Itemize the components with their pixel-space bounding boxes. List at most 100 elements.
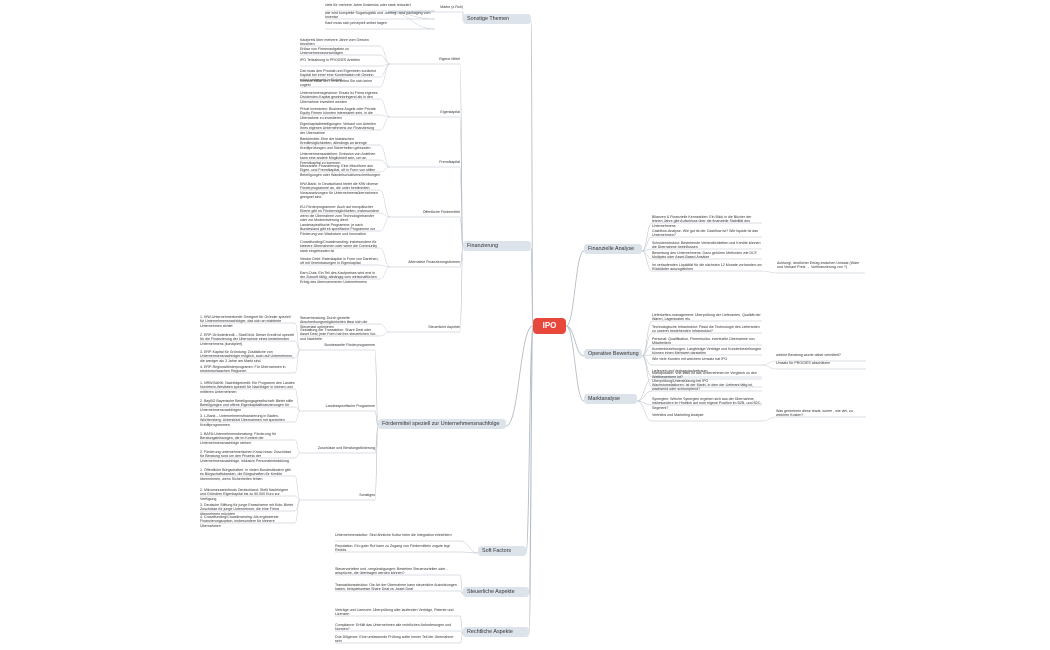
leaf-topic[interactable]: Wie viele Kunden mit welchem Umsatz hat … bbox=[652, 357, 728, 361]
leaf-topic[interactable]: Überprüfung/Unterstützung bei IPO bbox=[652, 379, 709, 383]
connector-line bbox=[379, 212, 391, 218]
subtopic[interactable]: Eigene Mittel bbox=[439, 57, 460, 61]
connector-line bbox=[636, 390, 653, 402]
leaf-topic[interactable]: 1. NRW.BANK: Nachfolgekredit: Ein Progra… bbox=[200, 381, 295, 394]
leaf-topic[interactable]: Lieferzeit und Vertragslaufzeitraum bbox=[652, 369, 708, 373]
leaf-topic[interactable]: Bilanzen & Finanzielle Kennzahlen: Ein B… bbox=[652, 215, 752, 228]
subtopic[interactable]: Landesspezifische Programme bbox=[325, 404, 375, 408]
branch-topic[interactable]: Rechtliche Aspekte bbox=[463, 627, 529, 637]
subtopic[interactable]: Öffentliche Fördermittel bbox=[422, 210, 460, 214]
leaf-topic[interactable]: Kauf muss sich prinzipiell selbst tragen bbox=[325, 21, 387, 25]
leaf-topic[interactable]: Vendor Debt: Ratenkapital in Form von Da… bbox=[300, 257, 379, 266]
note-topic[interactable]: welche Beratung wurde dabei vermittelt? bbox=[776, 353, 841, 357]
connector-line bbox=[374, 349, 379, 427]
leaf-topic[interactable]: Schuldenstruktur: Bestehende Verbindlich… bbox=[652, 241, 761, 250]
leaf-topic[interactable]: Earn-Outs: Ein Teil des Kaufpreises wird… bbox=[300, 271, 377, 284]
leaf-topic[interactable]: Im verlaufenden Liquidität für die nächs… bbox=[652, 263, 762, 272]
note-topic[interactable]: Umsatz für PROGIES abschätzen bbox=[776, 361, 831, 365]
leaf-topic[interactable]: EU-Förderprogramme: Auch auf europäische… bbox=[300, 205, 380, 222]
leaf-topic[interactable]: Crowdfunding/Crowdinvesting: insbesonder… bbox=[300, 240, 378, 253]
connector-line bbox=[459, 574, 464, 595]
connector-line bbox=[641, 355, 653, 388]
leaf-topic[interactable]: Eigenkapitalbeteiligungen: Verkauf von A… bbox=[300, 122, 376, 135]
subtopic[interactable]: Alternative Finanzierungsformen bbox=[408, 260, 460, 264]
leaf-topic[interactable]: Personal: Qualifikation, Firmenkultur, e… bbox=[652, 337, 755, 346]
subtopic[interactable]: Zuschüsse und Beratungsförderung bbox=[317, 446, 375, 450]
connector-line bbox=[294, 349, 301, 359]
leaf-topic[interactable]: 4. Crowdfunding/Crowdinvesting: Als ergä… bbox=[200, 515, 279, 528]
leaf-topic[interactable]: KfW-Bank: In Deutschland bietet die KfW … bbox=[300, 182, 379, 199]
branch-topic[interactable]: Finanzielle Analyse bbox=[584, 244, 642, 254]
leaf-topic[interactable]: Bankkredite: Eine der klassischen Kredit… bbox=[300, 137, 371, 150]
branch-topic[interactable]: Sonstige Themen bbox=[463, 14, 531, 24]
leaf-topic[interactable]: Vertriebs und Marketing Analyse bbox=[652, 413, 704, 417]
connector-line bbox=[294, 439, 301, 454]
connector-line bbox=[294, 388, 301, 412]
connector-line bbox=[379, 323, 391, 333]
leaf-topic[interactable]: Dat muss den Produkt und Eigenheim zunäc… bbox=[300, 69, 376, 82]
leaf-topic[interactable]: 1. Öffentliche Bürgschaften: In vielen B… bbox=[200, 468, 291, 481]
branch-topic[interactable]: Operative Bewertung bbox=[584, 349, 642, 359]
leaf-topic[interactable]: viele für mehrere Jahre Kostenlos oder s… bbox=[325, 3, 411, 7]
connector-line bbox=[379, 45, 391, 65]
leaf-topic[interactable]: 3. Deutsche Stiftung für junge Erwachsen… bbox=[200, 503, 294, 516]
leaf-topic[interactable]: Erlöse von Firmenaufgaben zu Unternehmen… bbox=[300, 47, 349, 56]
leaf-topic[interactable]: 1. BAFA-Unternehmensberatung: Förderung … bbox=[200, 432, 276, 445]
connector-line bbox=[761, 360, 777, 366]
subtopic[interactable]: Fremdkapital bbox=[439, 160, 460, 164]
leaf-topic[interactable]: Steuervorteilen und -vergünstigungen: Be… bbox=[335, 567, 448, 576]
leaf-topic[interactable]: Kaufpreis über mehrere Jahre vom Gewinn … bbox=[300, 38, 369, 47]
branch-topic[interactable]: Fördermittel speziell zur Unternehmensna… bbox=[378, 419, 506, 429]
leaf-topic[interactable]: Transaktionsstruktur: Die Art der Überna… bbox=[335, 583, 457, 592]
leaf-topic[interactable]: Verträge und Lizenzen: Überprüfung aller… bbox=[335, 608, 454, 617]
leaf-topic[interactable]: Kundenbeziehungen: Langfristige Verträge… bbox=[652, 347, 762, 356]
subtopic[interactable]: Marke (z.Roh) bbox=[440, 5, 463, 9]
leaf-topic[interactable]: wie wird komplette Sugarlogistik und -so… bbox=[325, 11, 431, 20]
leaf-topic[interactable]: 2. ERP-Gründerkredit – StartGeld: Dieser… bbox=[200, 333, 295, 346]
leaf-topic[interactable]: Reputation: Ein guter Ruf kann zu Zugang… bbox=[335, 544, 450, 553]
subtopic[interactable]: Steuerliche Aspekte bbox=[428, 325, 460, 329]
leaf-topic[interactable]: 3. L-Bank – Unternehmensfinanzierung in … bbox=[200, 414, 285, 427]
leaf-topic[interactable]: IPO Teilzahlung in PROGIES Anteilen bbox=[300, 58, 361, 62]
branch-topic[interactable]: Soft Factors bbox=[478, 546, 526, 556]
leaf-topic[interactable]: 4. ERP-Regionalförderprogramm: Für Übern… bbox=[200, 365, 286, 374]
leaf-topic[interactable]: Unternehmenskultur: Sind ähnliche Kultur… bbox=[335, 533, 452, 537]
subtopic[interactable]: Sonstiges bbox=[359, 493, 375, 497]
connector-line bbox=[505, 325, 534, 427]
leaf-topic[interactable]: 3. ERP-Kapital für Gründung: Zusätzliche… bbox=[200, 350, 294, 363]
note-topic[interactable]: Was generieren diese leads, woher , wie … bbox=[776, 409, 853, 418]
branch-topic[interactable]: Steuerliche Aspekte bbox=[463, 587, 529, 597]
subtopic[interactable]: Eigenkapital bbox=[440, 110, 460, 114]
leaf-topic[interactable]: Marktposition: Wie stark ist das Unterne… bbox=[652, 371, 757, 380]
leaf-topic[interactable]: 2. BayBG Bayerische Beteiligungsgesellsc… bbox=[200, 399, 294, 412]
leaf-topic[interactable]: Steuerberatung: Durch gezielte Abschreib… bbox=[300, 316, 368, 329]
leaf-topic[interactable]: Mezzanine-Finanzierung: Eine Mischform a… bbox=[300, 164, 380, 177]
subtopic[interactable]: Bundesweite Förderprogramme bbox=[324, 343, 375, 347]
leaf-topic[interactable]: Investor stiller der Firma selbst Sie si… bbox=[300, 79, 373, 88]
connector-line bbox=[294, 452, 301, 459]
leaf-topic[interactable]: Compliance: Erfüllt das Unternehmen alle… bbox=[335, 623, 452, 632]
leaf-topic[interactable]: Unternehmensgewinne: Ersatz ist Firma ei… bbox=[300, 91, 378, 104]
leaf-topic[interactable]: Lieferketten-management: Überprüfung der… bbox=[652, 313, 761, 322]
leaf-topic[interactable]: Due Diligence: Eine umfassende Prüfung s… bbox=[335, 635, 454, 644]
branch-topic[interactable]: Finanzierung bbox=[463, 241, 531, 251]
leaf-topic[interactable]: Synergien: Welche Synergien ergeben sich… bbox=[652, 397, 762, 410]
note-topic[interactable]: Achtung!, deutlicher Ertrag zwischen Ums… bbox=[777, 261, 860, 270]
leaf-topic[interactable]: 2. Förderung unternehmerischen Know-hows… bbox=[200, 450, 292, 463]
leaf-topic[interactable]: Landesspezifische Programme: je nach Bun… bbox=[300, 223, 376, 236]
branch-topic[interactable]: Marktanalyse bbox=[584, 394, 637, 404]
connector-line bbox=[379, 216, 391, 232]
connector-line bbox=[379, 266, 391, 280]
leaf-topic[interactable]: Gestaltung der Transaktion: Share Deal o… bbox=[300, 328, 377, 341]
leaf-topic[interactable]: Wachstumsfaktoren: Ist der Markt, in dem… bbox=[652, 383, 753, 392]
leaf-topic[interactable]: Cashflow-Analyse: Wie gut ist der Cashfl… bbox=[652, 229, 759, 238]
leaf-topic[interactable]: 1. KfW-Unternehmerkredit: Geeignet für G… bbox=[200, 315, 291, 328]
leaf-topic[interactable]: Privat Investoren: Business Angels oder … bbox=[300, 107, 376, 120]
root-topic[interactable]: IPO bbox=[533, 318, 566, 334]
leaf-topic[interactable]: 2. Mikromezzaninfonds Deutschland: Stell… bbox=[200, 488, 289, 501]
connector-line bbox=[379, 63, 391, 88]
leaf-topic[interactable]: Technologische Infrastruktur: Passt die … bbox=[652, 325, 760, 334]
leaf-topic[interactable]: Unternehmensanleihen: Emission von Anlei… bbox=[300, 152, 376, 165]
leaf-topic[interactable]: Bewertung des Unternehmens: Dazu gehören… bbox=[652, 251, 758, 260]
